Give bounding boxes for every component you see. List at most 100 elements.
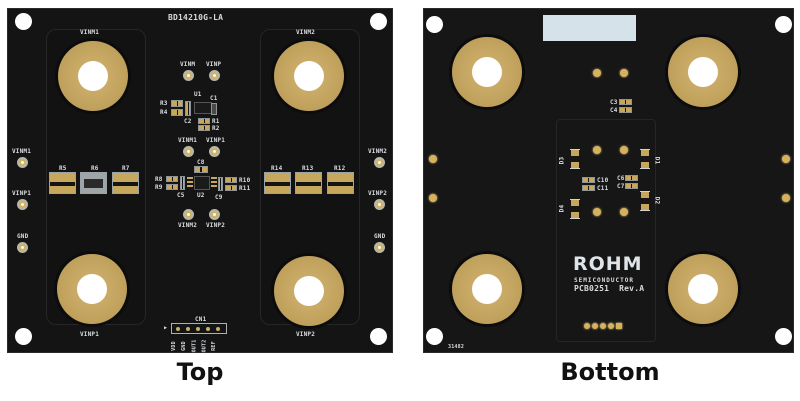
resistor-r8 [166, 176, 178, 182]
capacitor-c7 [625, 183, 638, 189]
capacitor-c10 [582, 177, 595, 183]
label-r4: R4 [160, 109, 168, 116]
capacitor-c9 [218, 177, 223, 191]
capacitor-c8 [194, 166, 208, 173]
label-u1: U1 [194, 91, 202, 98]
tp-label-vinm: VINM [180, 61, 196, 68]
label-c6: C6 [617, 175, 625, 182]
brand-logo: ROHM [573, 253, 643, 275]
part-number-label: BD14210G-LA [168, 13, 224, 22]
terminal-pad-tl [452, 37, 522, 107]
shunt-resistor-r5 [49, 172, 76, 194]
test-point-right-vinm2 [374, 157, 385, 168]
resistor-r4 [171, 109, 183, 116]
shunt-resistor-r6 [80, 172, 107, 194]
pin-label-ref: REF [210, 341, 217, 351]
label-r9: R9 [155, 184, 163, 191]
shunt-resistor-r7 [112, 172, 139, 194]
label-c10: C10 [597, 177, 609, 184]
capacitor-c6 [625, 175, 638, 181]
resistor-r2 [198, 125, 210, 131]
pad-label-vinp1: VINP1 [80, 331, 100, 338]
test-point-vinm [183, 70, 194, 81]
tp-label-right-gnd: GND [374, 233, 386, 240]
terminal-pad-br [668, 254, 738, 324]
tp-label-left-vinp1: VINP1 [12, 190, 32, 197]
diode-d3 [570, 149, 580, 169]
terminal-pad-vinp2 [274, 256, 344, 326]
test-point-left-gnd [17, 242, 28, 253]
caption-bottom: Bottom [560, 358, 660, 386]
label-c5: C5 [177, 192, 185, 199]
pin1-marker-icon: ▶ [164, 325, 168, 331]
resistor-r3 [171, 100, 183, 107]
label-c1: C1 [210, 95, 218, 102]
pin-label-out2: OUT2 [201, 339, 208, 353]
capacitor-c11 [582, 185, 595, 191]
label-r12: R12 [334, 165, 346, 172]
label-u2: U2 [197, 192, 205, 199]
pin-label-out1: OUT1 [191, 339, 198, 353]
label-r14: R14 [271, 165, 283, 172]
pcb-bottom-view: C3 C4 D3 D1 D4 D2 C10 C11 C6 C7 ROHM SEM… [423, 8, 794, 353]
label-d2: D2 [653, 196, 661, 205]
test-point-vinp1 [209, 146, 220, 157]
test-point-right-vinp2 [374, 199, 385, 210]
resistor-r11 [225, 185, 237, 191]
label-c8: C8 [197, 159, 205, 166]
label-r6: R6 [91, 165, 99, 172]
capacitor-c4 [619, 107, 632, 113]
pcb-id-label: PCB0251 Rev.A [574, 284, 645, 293]
ic-u2 [194, 176, 210, 190]
shunt-resistor-r12 [327, 172, 354, 194]
capacitor-c2 [185, 101, 191, 116]
label-c3: C3 [610, 99, 618, 106]
diode-d1 [640, 149, 650, 169]
terminal-pad-vinm2 [274, 41, 344, 111]
tp-label-vinp2: VINP2 [206, 222, 226, 229]
label-r10: R10 [239, 177, 251, 184]
pcb-top-view: BD14210G-LA VINM1 VINM2 VINP1 VINP2 VINM… [7, 8, 393, 353]
label-r2: R2 [212, 125, 220, 132]
mounting-hole-br [775, 328, 792, 345]
terminal-pad-bl [452, 254, 522, 324]
pad-label-vinm1: VINM1 [80, 29, 100, 36]
test-point-vinp2 [209, 209, 220, 220]
shunt-resistor-r13 [295, 172, 322, 194]
mounting-hole-tl [426, 16, 443, 33]
mounting-hole-br [370, 328, 387, 345]
label-d3: D3 [558, 156, 566, 165]
tp-label-vinm2: VINM2 [178, 222, 198, 229]
serial-number: 31482 [448, 344, 465, 350]
diode-d2 [640, 191, 650, 211]
pin-label-vdd: VDD [170, 341, 177, 351]
label-c4: C4 [610, 107, 618, 114]
caption-top: Top [176, 358, 224, 386]
label-d4: D4 [558, 204, 566, 213]
mounting-hole-tl [15, 13, 32, 30]
label-r5: R5 [59, 165, 67, 172]
shunt-resistor-r14 [264, 172, 291, 194]
terminal-pad-vinm1 [58, 41, 128, 111]
pad-label-vinm2: VINM2 [296, 29, 316, 36]
test-point-left-vinm1 [17, 157, 28, 168]
terminal-pad-vinp1 [57, 254, 127, 324]
resistor-r10 [225, 177, 237, 183]
resistor-r1 [198, 118, 210, 124]
test-point-vinp [209, 70, 220, 81]
mounting-hole-tr [775, 16, 792, 33]
capacitor-c1 [211, 103, 217, 115]
trace-outline [556, 119, 656, 342]
tp-label-vinp: VINP [206, 61, 222, 68]
label-r13: R13 [302, 165, 314, 172]
mounting-hole-bl [426, 328, 443, 345]
label-c11: C11 [597, 185, 609, 192]
label-r11: R11 [239, 185, 251, 192]
test-point-right-gnd [374, 242, 385, 253]
test-point-left-vinp1 [17, 199, 28, 210]
tp-label-right-vinp2: VINP2 [368, 190, 388, 197]
brand-subtitle: SEMICONDUCTOR [574, 277, 634, 284]
mounting-hole-bl [15, 328, 32, 345]
resistor-r9 [166, 184, 178, 190]
label-c2: C2 [184, 118, 192, 125]
